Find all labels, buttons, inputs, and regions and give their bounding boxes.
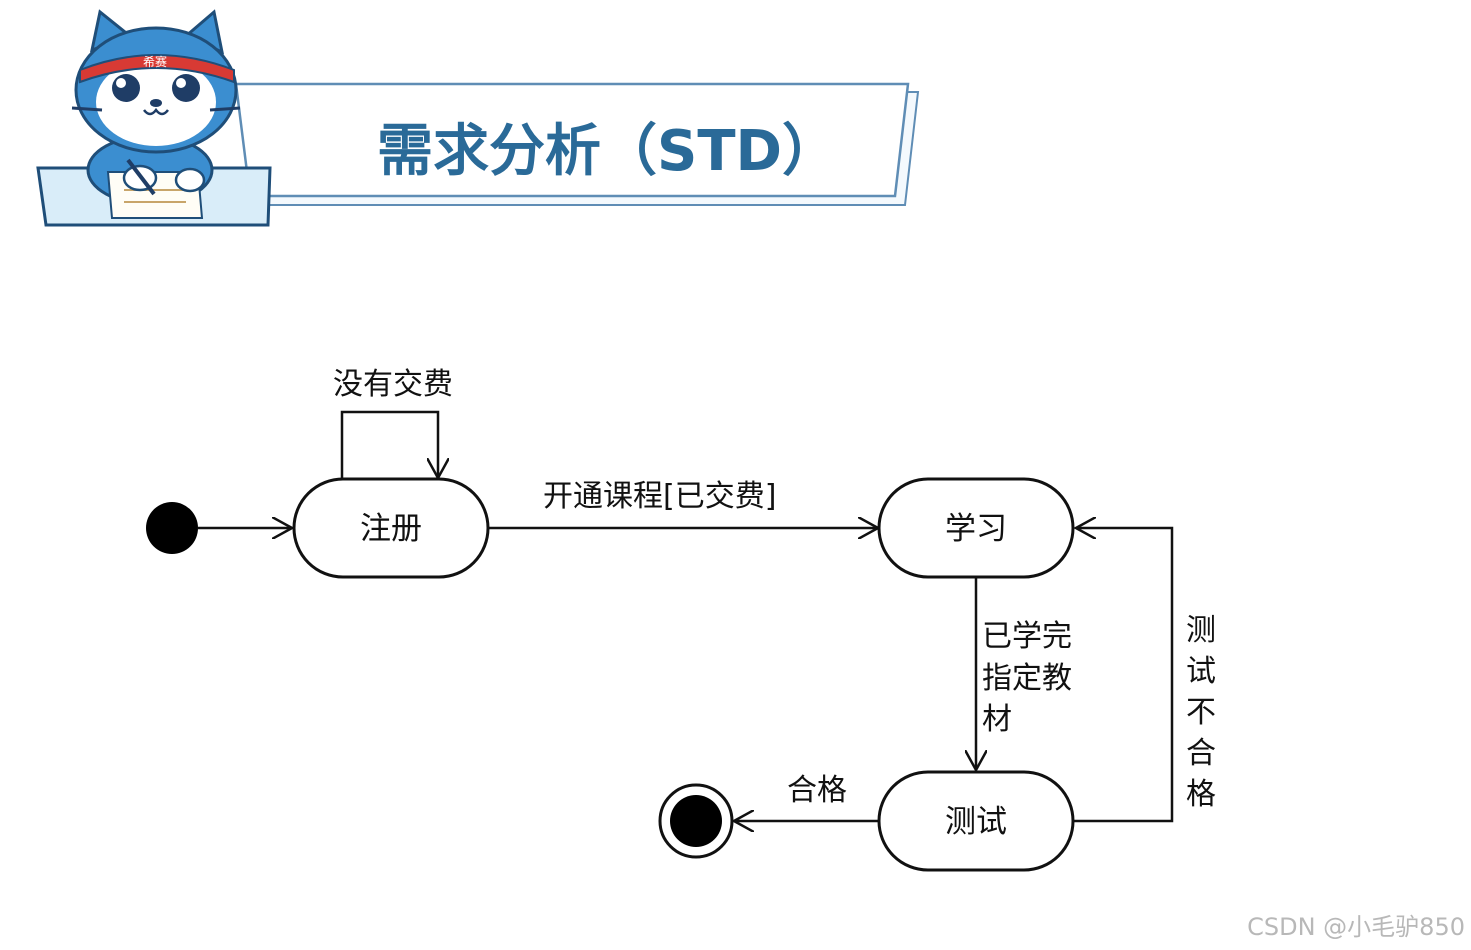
mascot-mouth (143, 107, 169, 116)
final-state-inner-dot (670, 795, 722, 847)
mascot-headband (79, 54, 235, 84)
label-test-to-final: 合格 (787, 773, 847, 808)
label-test-to-study-char: 不 (1186, 695, 1216, 730)
mascot-pen (126, 158, 156, 196)
label-register-to-study: 开通课程[已交费] (543, 479, 776, 514)
mascot-right-eye-glint (176, 78, 186, 88)
label-test-to-study-char: 试 (1186, 654, 1216, 689)
mascot-right-paw (174, 167, 206, 193)
state-register-shape (292, 477, 490, 579)
label-test-to-study-char: 测 (1186, 613, 1216, 648)
label-test-to-study-char: 合 (1186, 736, 1216, 771)
state-study-label: 学习 (945, 511, 1007, 547)
mascot-nose (150, 99, 162, 107)
title-banner: 需求分析（STD） (234, 82, 920, 206)
final-state (658, 783, 734, 859)
initial-state (146, 502, 198, 554)
mascot-left-eye-glint (116, 78, 126, 88)
state-study: 学习 (877, 477, 1075, 579)
transition-test-to-study (1074, 528, 1174, 823)
banner-front-layer (234, 82, 910, 198)
page-title: 需求分析（STD） (377, 119, 838, 184)
label-study-to-test-line: 已学完 (982, 619, 1072, 654)
label-study-to-test-line: 指定教 (982, 661, 1072, 696)
mascot-right-eye (172, 74, 200, 102)
mascot-whisker-left (71, 106, 103, 112)
state-test: 测试 (877, 770, 1075, 872)
mascot-headband-text: 希赛 (143, 54, 167, 69)
mascot-whisker-right (209, 106, 241, 112)
label-self-loop: 没有交费 (333, 367, 453, 402)
state-test-shape (877, 770, 1075, 872)
label-study-to-test-line: 材 (982, 702, 1012, 737)
transition-register-self-loop (340, 410, 438, 480)
state-register-label: 注册 (360, 511, 422, 547)
mascot-cat: 希赛 (36, 9, 272, 227)
state-test-label: 测试 (945, 804, 1007, 840)
mascot-left-eye (112, 74, 140, 102)
state-study-shape (877, 477, 1075, 579)
label-test-to-study-char: 格 (1186, 777, 1216, 812)
state-register: 注册 (292, 477, 490, 579)
csdn-watermark: CSDN @小毛驴850 (1247, 913, 1465, 941)
